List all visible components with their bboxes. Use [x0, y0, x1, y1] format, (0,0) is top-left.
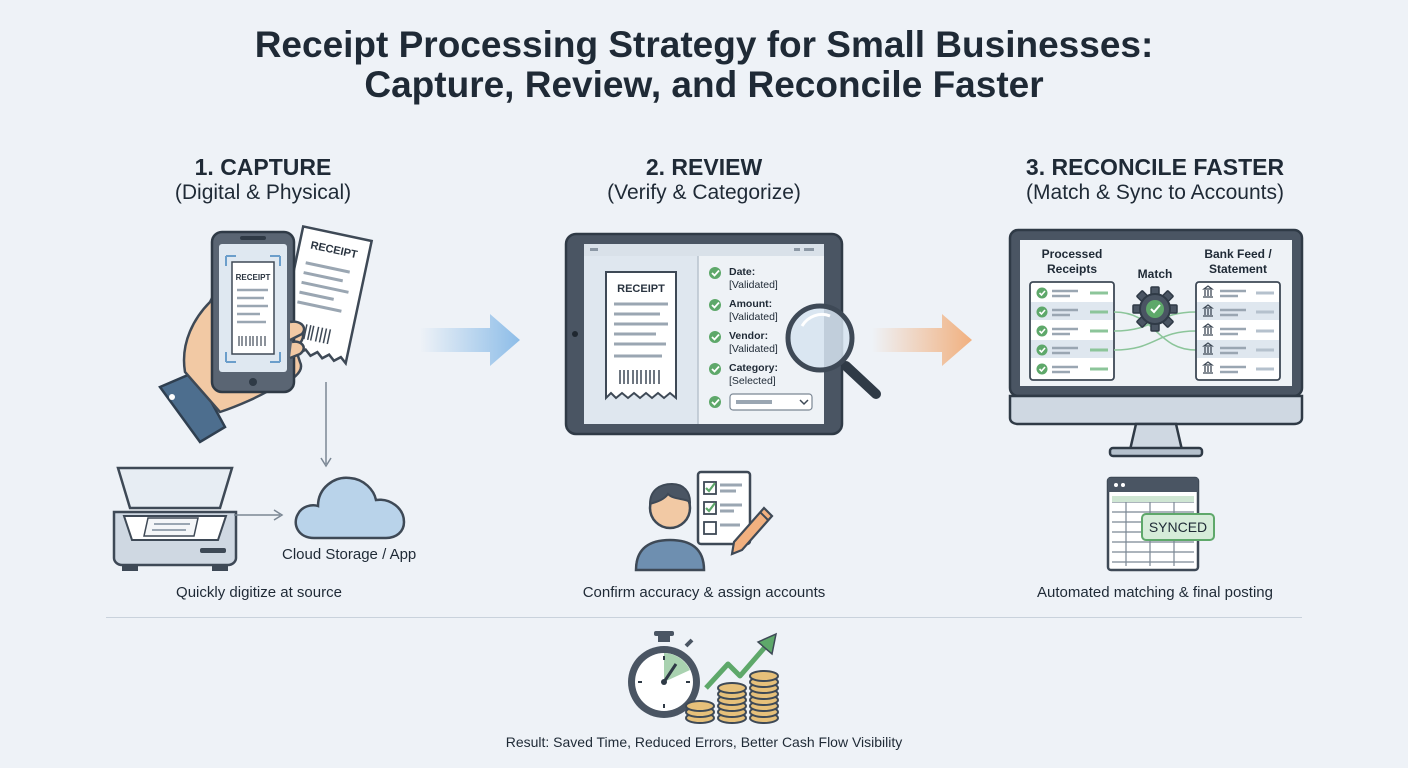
- main-title-line-1: Receipt Processing Strategy for Small Bu…: [254, 24, 1154, 65]
- tablet-review-illustration: RECEIPT Date: [Validated] Amount: [Valid…: [564, 232, 881, 436]
- check-icon: [709, 299, 721, 311]
- phone-capture-illustration: RECEIPT RECEIPT: [158, 224, 374, 444]
- coin-stacks-icon: [685, 670, 779, 724]
- processed-receipts-list: [1029, 281, 1115, 381]
- step-2-title: 2. REVIEW: [645, 154, 763, 180]
- magnifier-icon: [785, 303, 881, 399]
- checklist-icon: [696, 470, 752, 546]
- check-icon: [709, 267, 721, 279]
- flow-arrow-blue: [420, 314, 520, 366]
- step-3-caption: Automated matching & final posting: [1037, 584, 1273, 601]
- svg-text:Date:: Date:: [729, 266, 755, 278]
- step-1-caption: Quickly digitize at source: [176, 584, 342, 601]
- svg-text:Category:: Category:: [729, 362, 778, 374]
- step-2-caption: Confirm accuracy & assign accounts: [582, 584, 826, 601]
- step-3-title: 3. RECONCILE FASTER: [1025, 154, 1285, 180]
- svg-text:[Validated]: [Validated]: [729, 311, 778, 323]
- stopwatch-icon: [628, 631, 700, 718]
- trend-arrow-icon: [704, 632, 778, 690]
- category-dropdown[interactable]: [729, 393, 813, 411]
- chevron-down-icon: [799, 399, 809, 406]
- flow-arrow-orange: [872, 314, 972, 366]
- gear-icon: [1132, 286, 1178, 332]
- result-summary: Result: Saved Time, Reduced Errors, Bett…: [505, 734, 903, 750]
- cloud-storage-label: Cloud Storage / App: [282, 546, 417, 563]
- check-icon: [709, 396, 721, 408]
- svg-text:Processed: Processed: [1042, 247, 1103, 261]
- bank-feed-list: [1195, 281, 1281, 381]
- pencil-icon: [730, 506, 774, 556]
- svg-text:SYNCED: SYNCED: [1149, 519, 1207, 535]
- result-illustration: [628, 631, 779, 724]
- section-divider: [106, 617, 1302, 618]
- svg-text:RECEIPT: RECEIPT: [236, 273, 271, 282]
- check-icon: [709, 331, 721, 343]
- smartphone-icon: RECEIPT: [210, 230, 296, 394]
- svg-text:Amount:: Amount:: [729, 298, 772, 310]
- scanner-icon: [112, 466, 238, 571]
- svg-text:Match: Match: [1138, 267, 1173, 281]
- right-arrow-icon: [234, 509, 284, 521]
- down-arrow-icon: [320, 382, 332, 468]
- step-1-subtitle: (Digital & Physical): [174, 181, 352, 204]
- synced-spreadsheet-icon: SYNCED: [1106, 476, 1215, 572]
- person-avatar: [634, 482, 706, 572]
- step-2-subtitle: (Verify & Categorize): [607, 181, 801, 204]
- main-title-line-2: Capture, Review, and Reconcile Faster: [364, 64, 1044, 105]
- synced-badge: SYNCED: [1141, 513, 1215, 541]
- monitor-reconcile-illustration: Processed Receipts Match Bank Feed / Sta…: [1008, 228, 1304, 458]
- cloud-icon: [294, 476, 406, 540]
- step-3-subtitle: (Match & Sync to Accounts): [1026, 181, 1284, 204]
- svg-text:RECEIPT: RECEIPT: [617, 283, 665, 295]
- svg-text:[Validated]: [Validated]: [729, 279, 778, 291]
- svg-text:Statement: Statement: [1209, 262, 1267, 276]
- svg-text:Vendor:: Vendor:: [729, 330, 768, 342]
- step-1-title: 1. CAPTURE: [194, 154, 332, 180]
- svg-text:[Selected]: [Selected]: [729, 375, 776, 387]
- svg-text:[Validated]: [Validated]: [729, 343, 778, 355]
- check-icon: [709, 363, 721, 375]
- reviewer-person-icon: [634, 470, 774, 572]
- svg-text:Bank Feed /: Bank Feed /: [1204, 247, 1272, 261]
- svg-text:Receipts: Receipts: [1047, 262, 1097, 276]
